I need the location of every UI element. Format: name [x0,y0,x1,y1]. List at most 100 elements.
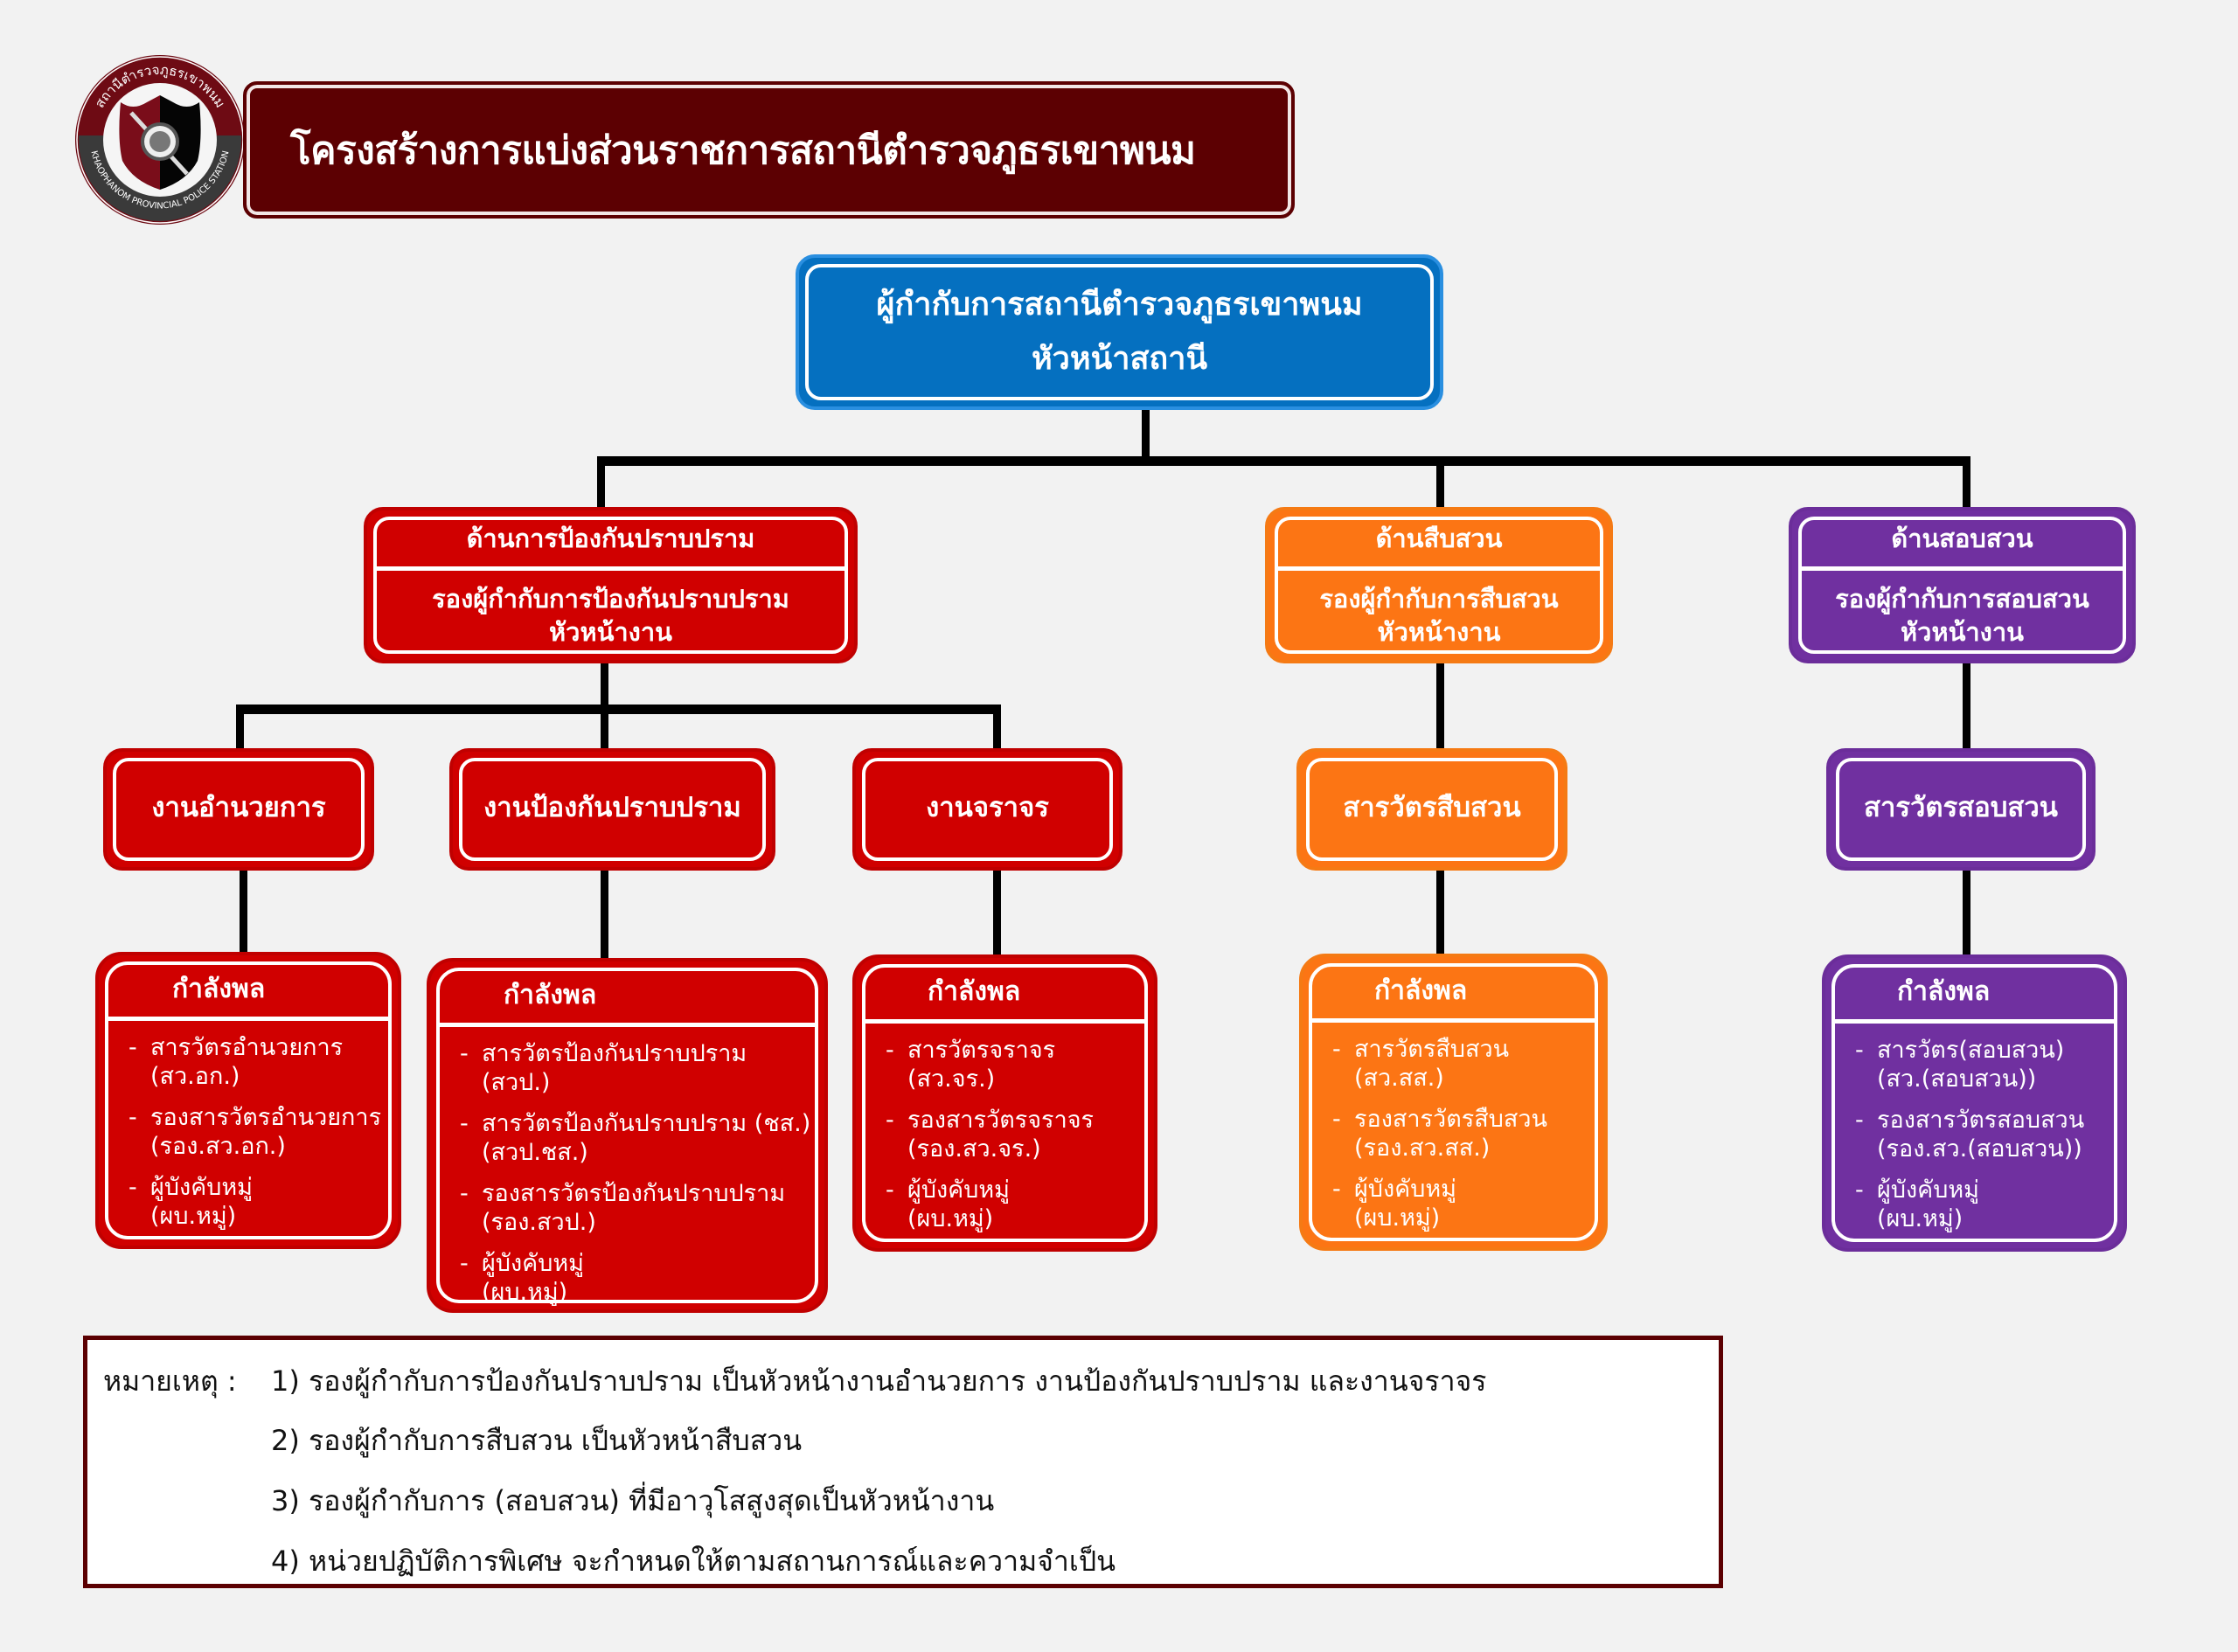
page-title: โครงสร้างการแบ่งส่วนราชการสถานีตำรวจภูธร… [290,128,1196,173]
note-item: 3) รองผู้กำกับการ (สอบสวน) ที่มีอาวุโสสู… [271,1484,995,1517]
personnel-item: -รองสารวัตรสืบสวน(รอง.สว.สส.) [1332,1105,1604,1163]
connector-inquiry-to-force [1963,871,1970,956]
personnel-title: รองสารวัตรจราจร [907,1107,1095,1134]
personnel-abbr: (สว.สส.) [1354,1065,1444,1092]
police-emblem-icon: สถานีตำรวจภูธรเขาพนม KHAOPHANOM PROVINCI… [73,53,247,226]
personnel-item: -สารวัตรอำนวยการ(สว.อก.) [129,1033,398,1091]
force-title: กำลังพล [172,974,266,1004]
note-item: 2) รองผู้กำกับการสืบสวน เป็นหัวหน้าสืบสว… [271,1424,803,1457]
unit-prevention-box: งานป้องกันปราบปราม [449,748,775,871]
personnel-abbr: (รอง.สว.จร.) [907,1135,1041,1163]
bullet: - [1332,1176,1341,1203]
connector-traffic-to-force [993,871,1001,956]
connector-admin-to-force [240,871,247,954]
personnel-item: -สารวัตร(สอบสวน)(สว.(สอบสวน)) [1855,1036,2123,1093]
personnel-list: -สารวัตรจราจร(สว.จร.) - รองสารวัตรจราจร(ร… [856,1036,1154,1233]
personnel-item: -สารวัตรสืบสวน(สว.สส.) [1332,1035,1604,1093]
dept-deputy: รองผู้กำกับการป้องกันปราบปราม [432,584,789,614]
personnel-title: รองสารวัตรป้องกันปราบปราม [482,1180,786,1207]
personnel-item: -ผู้บังคับหมู่(ผบ.หมู่) [129,1173,398,1231]
personnel-item: -รองสารวัตรสอบสวน(รอง.สว.(สอบสวน)) [1855,1106,2123,1163]
connector-to-dept-investigation [1436,456,1444,509]
unit-name: สารวัตรสืบสวน [1343,792,1521,823]
personnel-abbr: (ผบ.หมู่) [907,1205,994,1232]
personnel-title: ผู้บังคับหมู่ [482,1250,584,1277]
unit-name: งานป้องกันปราบปราม [483,792,741,823]
connector-to-unit-prevention [601,705,608,750]
personnel-title: สารวัตรสืบสวน [1354,1036,1510,1063]
chief-role: หัวหน้าสถานี [1031,341,1208,377]
personnel-title: สารวัตรป้องกันปราบปราม (ชส.) [482,1110,811,1137]
connector-to-unit-admin [236,705,244,750]
dept-deputy: รองผู้กำกับการสืบสวน [1319,584,1559,614]
connector-to-dept-inquiry [1963,456,1970,509]
dept-name: ด้านสืบสวน [1275,510,1602,571]
dept-prevention-box: ด้านการป้องกันปราบปราม รองผู้กำกับการป้อ… [364,507,858,663]
connector-investigation-to-force [1436,871,1444,955]
title-banner: โครงสร้างการแบ่งส่วนราชการสถานีตำรวจภูธร… [243,81,1295,219]
force-title: กำลังพล [1897,976,1991,1007]
personnel-title: ผู้บังคับหมู่ [1354,1176,1456,1203]
force-inquiry-box: กำลังพล -สารวัตร(สอบสวน)(สว.(สอบสวน)) -ร… [1822,954,2127,1252]
bullet: - [460,1110,469,1137]
personnel-abbr: (รอง.สว.(สอบสวน)) [1877,1135,2082,1163]
personnel-title: ผู้บังคับหมู่ [907,1177,1010,1204]
bullet: - [1332,1036,1341,1063]
unit-investigation-box: สารวัตรสืบสวน [1296,748,1567,871]
connector-prevention-to-force [601,871,608,960]
divider [865,1019,1145,1024]
force-title: กำลังพล [504,980,597,1010]
notes-label: หมายเหตุ : [103,1364,237,1398]
personnel-title: รองสารวัตรสอบสวน [1877,1107,2085,1134]
police-station-logo: สถานีตำรวจภูธรเขาพนม KHAOPHANOM PROVINCI… [72,52,248,228]
unit-admin-box: งานอำนวยการ [103,748,374,871]
force-prevention-box: กำลังพล -สารวัตรป้องกันปราบปราม(สวป.) -ส… [427,958,828,1313]
personnel-title: รองสารวัตรอำนวยการ [150,1104,382,1131]
personnel-item: -สารวัตรจราจร(สว.จร.) [886,1036,1154,1093]
personnel-item: -ผู้บังคับหมู่(ผบ.หมู่) [460,1249,824,1307]
chief-title: ผู้กำกับการสถานีตำรวจภูธรเขาพนม [876,287,1363,323]
bullet: - [1332,1106,1341,1133]
bullet: - [1855,1177,1864,1204]
bullet: - [886,1177,894,1204]
personnel-abbr: (รอง.สวป.) [482,1209,596,1236]
bullet: - [460,1250,469,1277]
personnel-title: รองสารวัตรสืบสวน [1354,1106,1547,1133]
note-item: 1) รองผู้กำกับการป้องกันปราบปราม เป็นหัว… [271,1364,1487,1398]
personnel-abbr: (ผบ.หมู่) [1354,1204,1441,1232]
divider [108,1017,389,1021]
personnel-item: -รองสารวัตรป้องกันปราบปราม(รอง.สวป.) [460,1179,824,1237]
personnel-abbr: (สว.(สอบสวน)) [1877,1065,2037,1093]
bullet: - [1855,1107,1864,1134]
unit-inquiry-box: สารวัตรสอบสวน [1826,748,2096,871]
dept-role: หัวหน้างาน [549,617,672,647]
unit-traffic-box: งานจราจร [852,748,1122,871]
connector-level1-horizontal [597,456,1970,466]
bullet: - [129,1174,137,1201]
connector-to-unit-traffic [993,705,1001,750]
personnel-item: -สารวัตรป้องกันปราบปราม(สวป.) [460,1039,824,1097]
dept-name: ด้านการป้องกันปราบปราม [374,510,847,571]
personnel-abbr: (สวป.) [482,1069,551,1096]
personnel-item: -รองสารวัตรอำนวยการ(รอง.สว.อก.) [129,1103,398,1161]
dept-investigation-box: ด้านสืบสวน รองผู้กำกับการสืบสวน หัวหน้าง… [1265,507,1613,663]
personnel-list: -สารวัตร(สอบสวน)(สว.(สอบสวน)) -รองสารวัต… [1825,1036,2123,1233]
connector-investigation-to-unit [1436,663,1444,750]
force-traffic-box: กำลังพล -สารวัตรจราจร(สว.จร.) -รองสารวัต… [852,954,1157,1252]
bullet: - [129,1104,137,1131]
personnel-title: สารวัตรป้องกันปราบปราม [482,1040,747,1067]
chief-box: ผู้กำกับการสถานีตำรวจภูธรเขาพนม หัวหน้าส… [796,254,1443,410]
connector-to-dept-prevention [597,456,605,509]
unit-name: สารวัตรสอบสวน [1864,792,2058,823]
notes-box: หมายเหตุ : 1) รองผู้กำกับการป้องกันปราบป… [83,1336,1723,1588]
personnel-abbr: (สว.จร.) [907,1065,996,1093]
dept-inquiry-box: ด้านสอบสวน รองผู้กำกับการสอบสวน หัวหน้าง… [1789,507,2136,663]
personnel-item: -ผู้บังคับหมู่(ผบ.หมู่) [1332,1175,1604,1232]
dept-role: หัวหน้างาน [1377,617,1501,647]
personnel-abbr: (สว.อก.) [150,1063,240,1090]
personnel-title: ผู้บังคับหมู่ [150,1174,253,1201]
connector-inquiry-to-unit [1963,663,1970,750]
personnel-title: สารวัตรจราจร [907,1037,1056,1064]
unit-name: งานจราจร [926,792,1049,823]
personnel-abbr: (สวป.ชส.) [482,1139,588,1166]
